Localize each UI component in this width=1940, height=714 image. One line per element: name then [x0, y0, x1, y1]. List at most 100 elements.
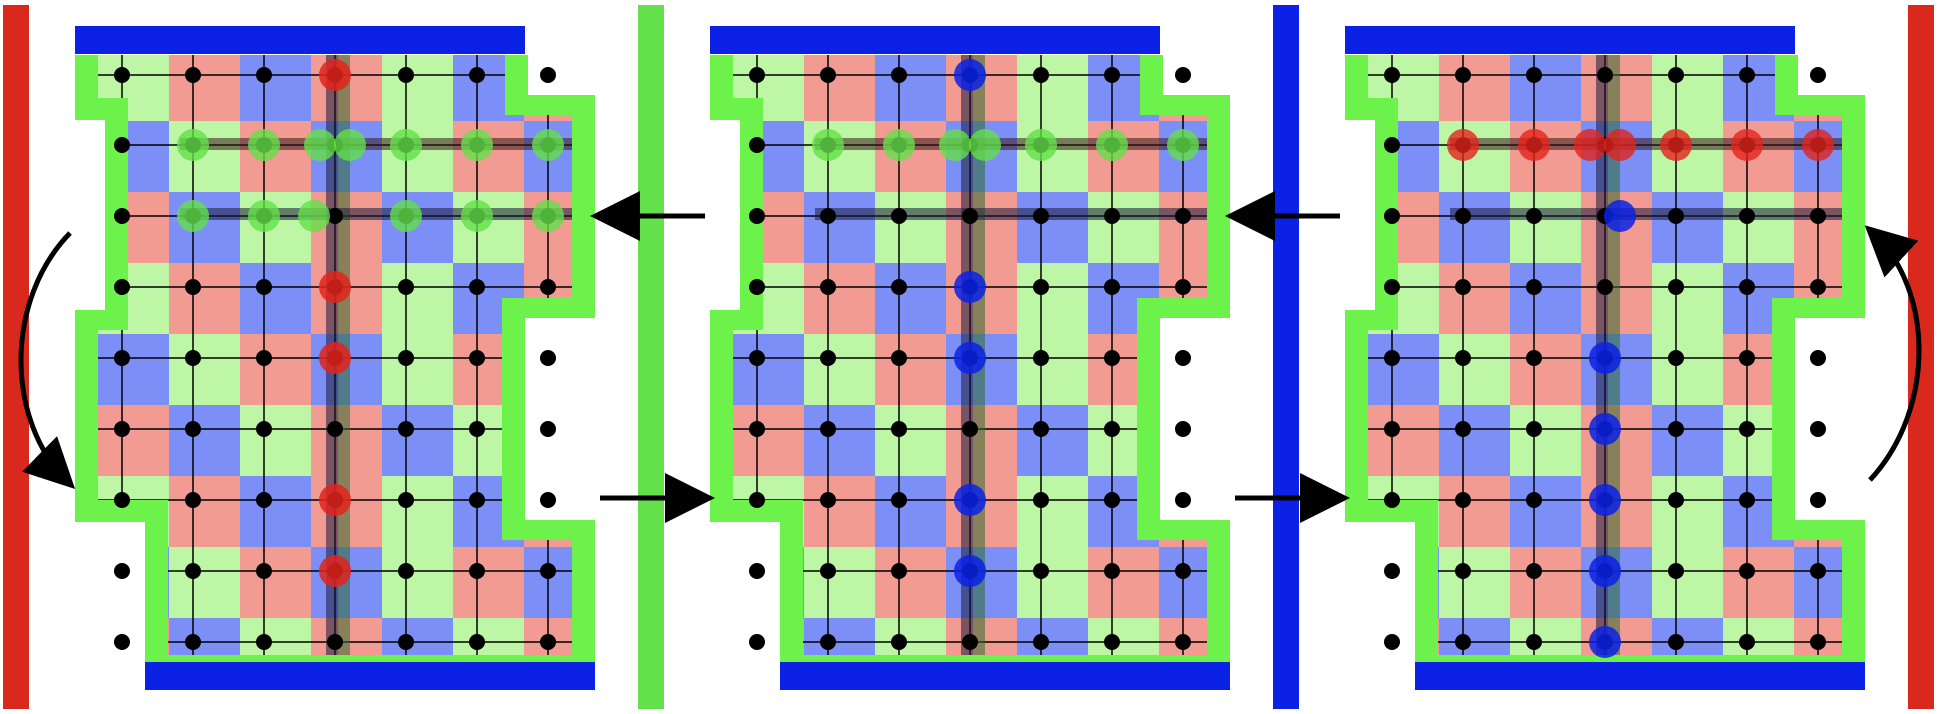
top-row-dot-green: [883, 129, 915, 161]
grid-cell: [169, 55, 240, 121]
grid-node: [398, 634, 414, 650]
grid-cell: [804, 334, 875, 405]
grid-node: [1810, 208, 1826, 224]
grid-node: [749, 563, 765, 579]
top-blue-bar: [710, 26, 1160, 54]
grid-cell: [240, 618, 311, 655]
grid-cell: [98, 334, 169, 405]
grid-cell: [1368, 334, 1439, 405]
grid-node: [1455, 350, 1471, 366]
grid-node: [398, 492, 414, 508]
grid-node: [1810, 563, 1826, 579]
grid-cell: [1652, 121, 1723, 192]
grid-cell: [875, 405, 946, 476]
grid-node: [1384, 137, 1400, 153]
grid-node: [1739, 67, 1755, 83]
grid-node: [185, 350, 201, 366]
arrows: [18, 191, 1922, 523]
grid-cell: [169, 334, 240, 405]
column-dot-blue: [1589, 413, 1621, 445]
grid-cell: [875, 618, 946, 655]
grid-node: [962, 208, 978, 224]
grid-node: [749, 208, 765, 224]
top-row-dot-red: [1802, 129, 1834, 161]
top-blue-bar: [1345, 26, 1795, 54]
bottom-blue-bar: [145, 662, 595, 690]
grid-cell: [804, 405, 875, 476]
grid-cell: [1159, 334, 1207, 405]
grid-node: [256, 563, 272, 579]
grid-node: [1384, 208, 1400, 224]
colored-dots: [177, 59, 564, 587]
grid-node: [185, 279, 201, 295]
grid-cell: [240, 547, 311, 618]
grid-node: [1526, 563, 1542, 579]
grid-cell: [1088, 618, 1159, 655]
grid-node: [820, 67, 836, 83]
grid-cell: [1017, 405, 1088, 476]
grid-node: [1455, 279, 1471, 295]
grid-node: [1384, 67, 1400, 83]
top-row-dot-green: [177, 129, 209, 161]
grid-node: [820, 634, 836, 650]
grid-node: [114, 563, 130, 579]
grid-node: [1455, 492, 1471, 508]
grid-cell: [1017, 476, 1088, 547]
grid-node: [1455, 67, 1471, 83]
grid-node: [1175, 563, 1191, 579]
grid-node: [1668, 563, 1684, 579]
top-row-dot-green: [461, 129, 493, 161]
grid-node: [256, 67, 272, 83]
grid-node: [185, 421, 201, 437]
panel-right: [1345, 26, 1865, 690]
grid-node: [469, 350, 485, 366]
band-top: [815, 138, 1207, 150]
grid-node: [185, 67, 201, 83]
grid-cell: [240, 476, 311, 547]
top-row-dot-green: [334, 129, 366, 161]
grid-node: [1384, 421, 1400, 437]
second-row-dot-green: [298, 200, 330, 232]
bottom-blue-bar: [1415, 662, 1865, 690]
grid-node: [1739, 634, 1755, 650]
second-row-dot-blue: [1604, 200, 1636, 232]
grid-node: [1033, 208, 1049, 224]
top-row-dot-green: [812, 129, 844, 161]
band-bottom: [815, 208, 1207, 220]
grid-cell: [804, 192, 875, 263]
grid-cell: [382, 547, 453, 618]
grid-node: [1033, 492, 1049, 508]
grid-node: [1739, 279, 1755, 295]
grid-node: [749, 279, 765, 295]
column-dot-blue: [954, 271, 986, 303]
grid-cell: [240, 334, 311, 405]
grid-node: [1033, 67, 1049, 83]
grid-node: [1175, 634, 1191, 650]
top-row-dot-green: [1096, 129, 1128, 161]
grid-node: [1104, 208, 1120, 224]
grid-node: [1104, 350, 1120, 366]
grid-node: [1810, 350, 1826, 366]
column-dot-blue: [1589, 342, 1621, 374]
panel-left: [75, 26, 595, 690]
grid-cell: [1723, 121, 1794, 192]
grid-node: [1810, 492, 1826, 508]
grid-cell: [453, 192, 524, 263]
grid-node: [891, 279, 907, 295]
grid-node: [1597, 67, 1613, 83]
grid-node: [114, 67, 130, 83]
grid-node: [469, 67, 485, 83]
top-row-dot-green: [1167, 129, 1199, 161]
grid-node: [1810, 67, 1826, 83]
second-row-dot-green: [177, 200, 209, 232]
grid-node: [1104, 492, 1120, 508]
grid-cell: [1439, 334, 1510, 405]
top-row-dot-red: [1447, 129, 1479, 161]
grid-cell: [804, 121, 875, 192]
grid-node: [1526, 492, 1542, 508]
grid-cell: [1017, 55, 1088, 121]
grid-node: [114, 634, 130, 650]
grid-node: [1104, 67, 1120, 83]
grid-node: [398, 67, 414, 83]
grid-node: [114, 350, 130, 366]
